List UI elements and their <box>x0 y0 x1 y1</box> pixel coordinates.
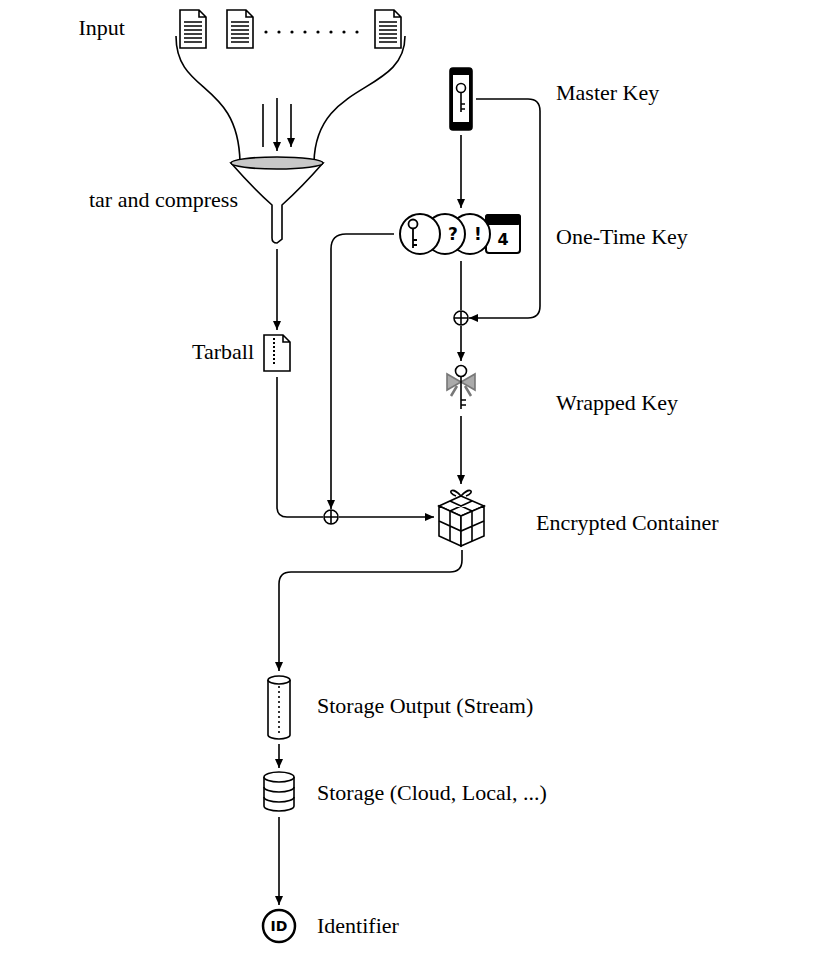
id-circle <box>263 910 295 942</box>
document-icons <box>180 10 401 48</box>
node-label: Identifier <box>317 913 399 939</box>
identifier: IDIdentifier <box>262 909 296 943</box>
node-label: One-Time Key <box>556 224 688 250</box>
flow-arrow <box>278 744 280 768</box>
master-key-phone <box>450 68 472 130</box>
flow-arrow <box>276 98 278 151</box>
merge-symbols <box>324 311 468 524</box>
flow-arrow <box>279 550 462 671</box>
storage-backend: Storage (Cloud, Local, ...) <box>264 772 294 812</box>
node-label: Storage (Cloud, Local, ...) <box>317 780 547 806</box>
gift-box-icon <box>439 491 484 546</box>
flow-arrow <box>277 377 434 517</box>
storage-stream: Storage Output (Stream) <box>268 675 290 739</box>
flow-arrow <box>278 817 280 905</box>
flow-arrow <box>331 234 394 509</box>
node-label: Master Key <box>556 80 659 106</box>
wrapped-key: Wrapped Key <box>445 365 477 411</box>
database-icon <box>264 772 294 811</box>
icon-symbol: 4 <box>497 232 508 248</box>
flow-arrow <box>469 99 540 318</box>
node-label: tar and compress <box>89 187 238 213</box>
stream-cylinder-icon <box>268 676 290 739</box>
tarball-file: Tarball <box>264 335 290 371</box>
node-label: Wrapped Key <box>556 390 678 416</box>
wrapped-key-icon <box>447 366 475 410</box>
icon-symbol: ? <box>448 226 458 243</box>
input-bracket <box>176 36 405 162</box>
node-label: Input <box>79 15 125 41</box>
icon-symbol: ! <box>474 226 482 243</box>
flow-arrow <box>460 416 462 484</box>
input-documents: Input <box>178 8 403 50</box>
encrypted-container: Encrypted Container <box>439 488 485 546</box>
master-key: Master Key <box>450 68 472 130</box>
side-arrows <box>263 104 291 147</box>
node-label: Tarball <box>192 339 254 365</box>
node-label: Storage Output (Stream) <box>317 693 533 719</box>
flow-arrow <box>460 135 462 208</box>
tarball-icon <box>264 335 290 371</box>
node-label: Encrypted Container <box>536 510 719 536</box>
flow-arrow <box>276 249 278 330</box>
id-text: ID <box>262 909 296 943</box>
one-time-key-icon <box>400 214 520 254</box>
funnel-icon <box>231 157 323 243</box>
tar-funnel: tar and compress <box>230 155 324 243</box>
